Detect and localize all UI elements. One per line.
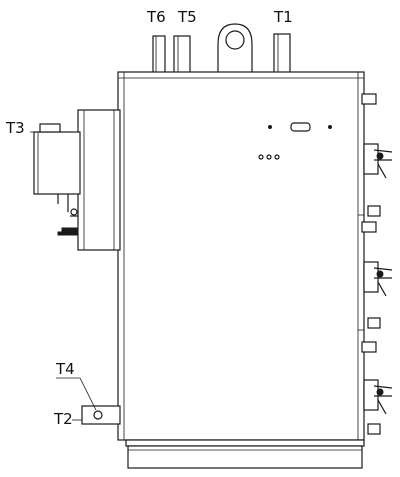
label-t5: T5 [177,8,197,26]
pipe-t6 [152,35,166,75]
label-t6: T6 [146,8,166,26]
label-t2: T2 [53,410,73,428]
door-handle-lower [361,341,393,435]
label-t4: T4 [55,360,75,378]
label-t1: T1 [273,8,293,26]
pipe-t1 [273,33,291,75]
door-handle-upper [361,93,393,217]
control-panel [258,122,332,160]
leader-lines [30,131,97,421]
door-handle-middle [361,221,393,329]
pipe-t5 [173,35,191,75]
pipe-t2 [81,405,121,425]
burner-assembly-t3 [33,109,121,251]
label-t3: T3 [5,119,25,137]
boiler-body [117,71,365,441]
lifting-eye [217,23,253,75]
boiler-base [125,439,365,469]
